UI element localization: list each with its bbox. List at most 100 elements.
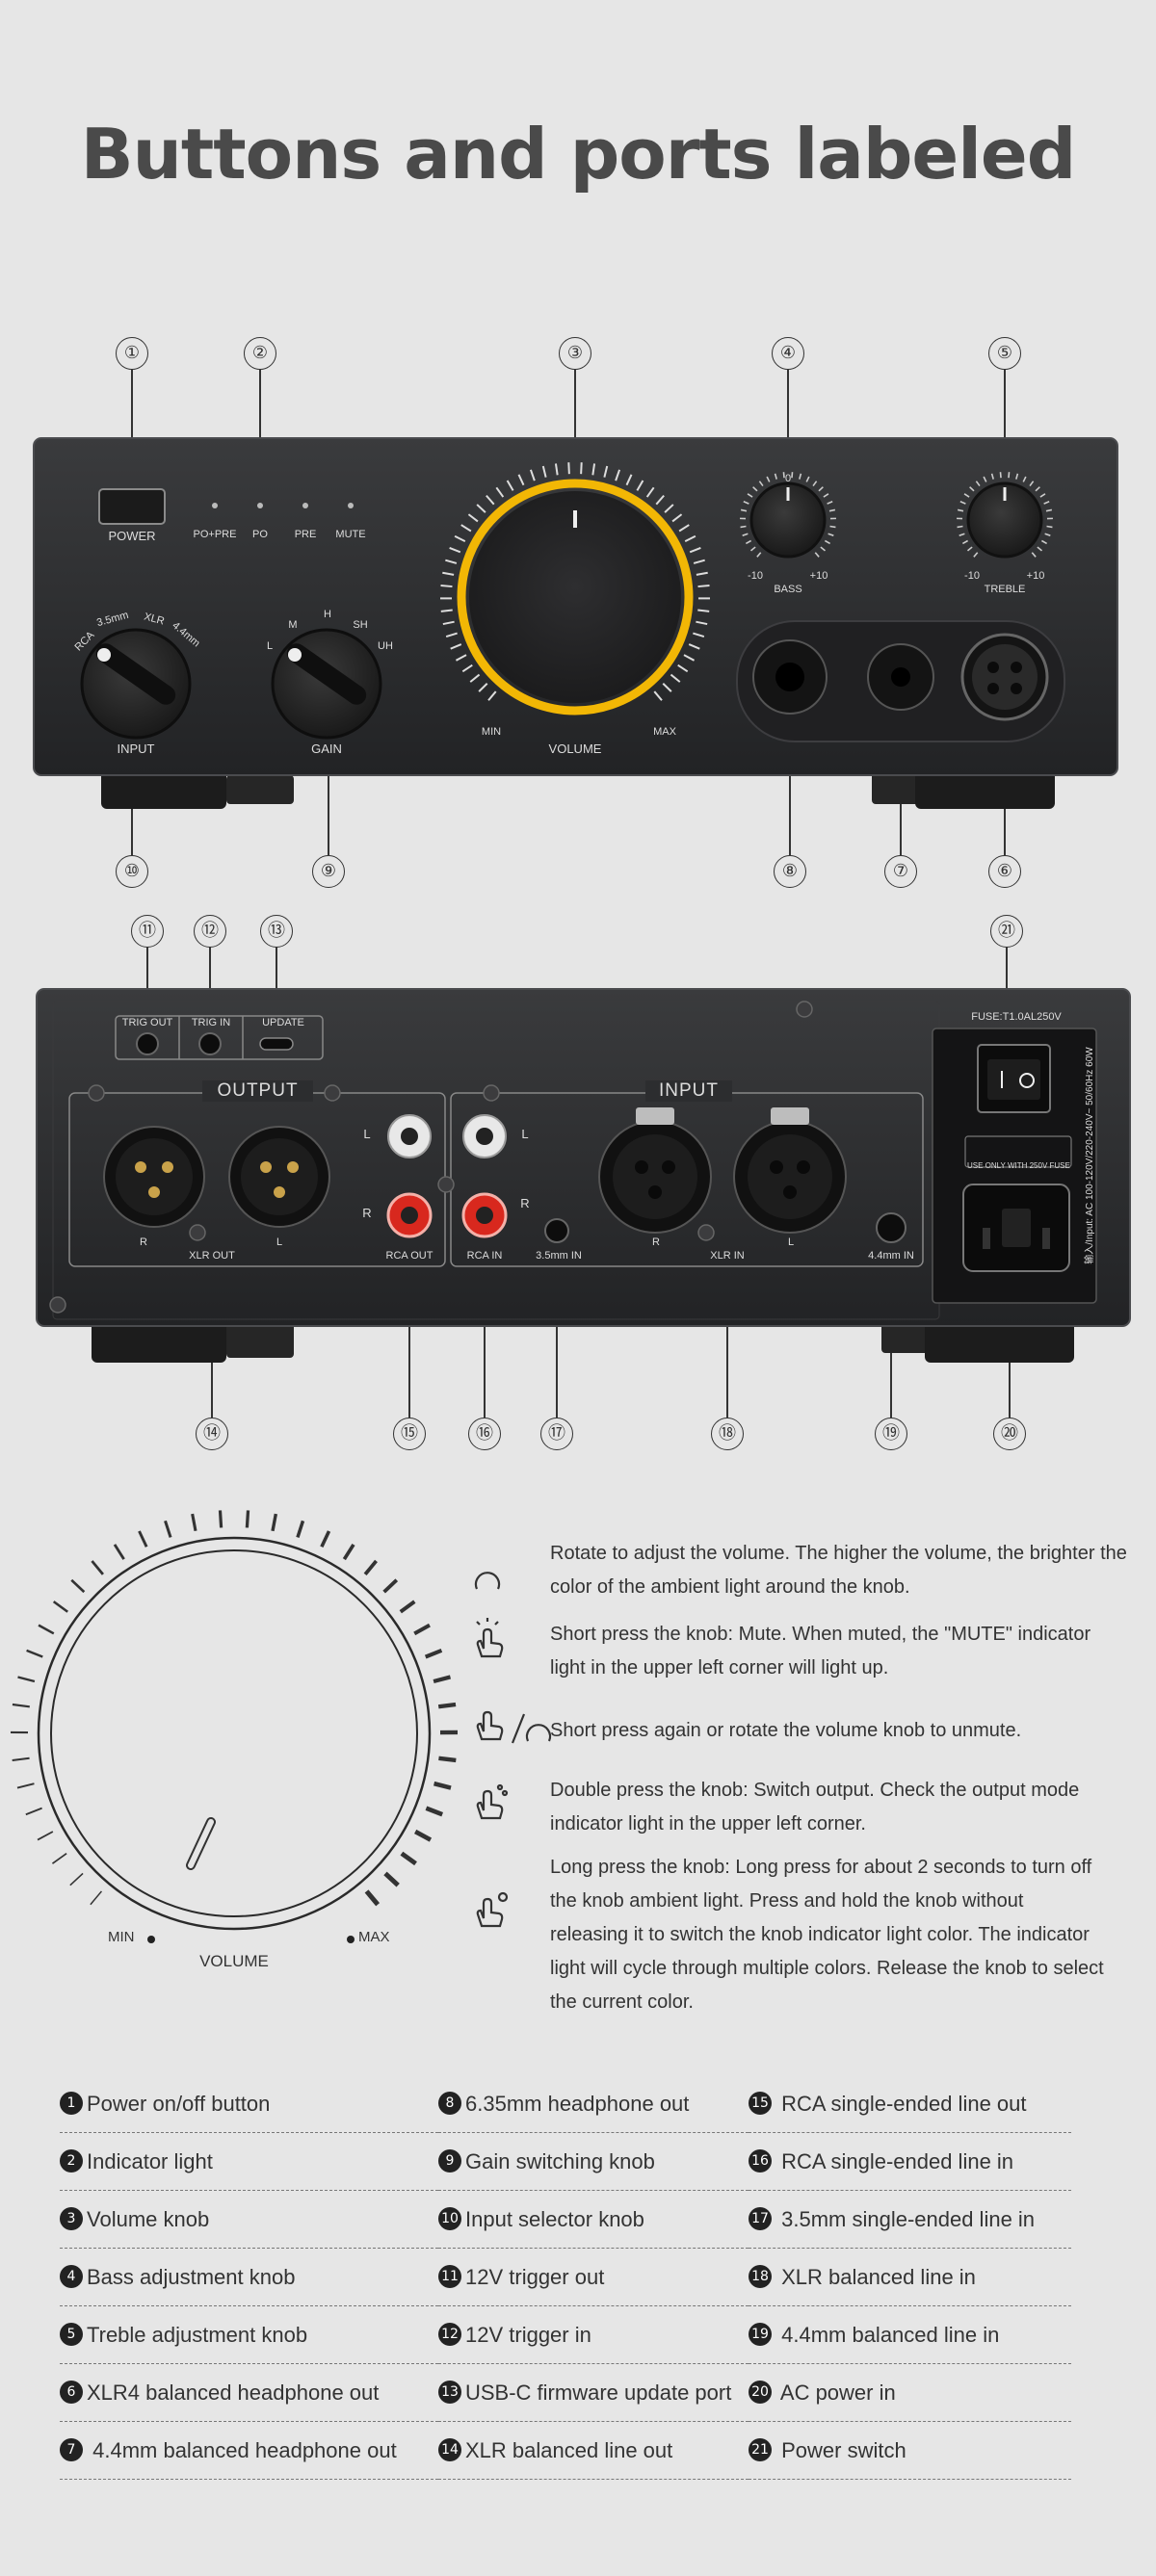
- legend-text: 4.4mm balanced headphone out: [87, 2438, 397, 2462]
- trig-out-jack[interactable]: [136, 1032, 159, 1055]
- tick-mark: [433, 1675, 452, 1684]
- tick-mark: [69, 1872, 84, 1886]
- tick-mark: [990, 473, 994, 480]
- treble-ticks: [957, 472, 1053, 558]
- tick-mark: [745, 539, 752, 545]
- press-icon-2: [476, 1710, 504, 1741]
- tick-mark: [684, 534, 696, 543]
- knob-diagram-outer: [37, 1536, 432, 1931]
- tick-mark: [975, 481, 981, 487]
- rca-out-label: RCA OUT: [385, 1250, 434, 1262]
- rca-out-r: R: [362, 1206, 372, 1220]
- legend-num: 12: [438, 2323, 461, 2347]
- indicator-label-pre: PRE: [294, 529, 317, 540]
- tick-mark: [1044, 533, 1051, 536]
- tick-mark: [245, 1510, 250, 1528]
- tick-mark: [38, 1624, 55, 1635]
- gain-option-h: H: [324, 609, 331, 620]
- power-label: POWER: [108, 529, 156, 543]
- callout-3: ③: [559, 337, 591, 370]
- fuse-label: FUSE:T1.0AL250V: [971, 1011, 1062, 1023]
- tick-mark: [961, 539, 969, 545]
- volume-knob[interactable]: [469, 491, 681, 703]
- tick-mark: [697, 585, 710, 588]
- tick-mark: [506, 480, 514, 491]
- legend-num: 21: [749, 2438, 772, 2462]
- tick-mark: [1039, 493, 1046, 498]
- tick-mark: [445, 559, 458, 564]
- callout-9: ⑨: [312, 855, 345, 888]
- treble-min-label: -10: [964, 570, 980, 582]
- tick-mark: [689, 547, 701, 554]
- legend-text: 6.35mm headphone out: [465, 2092, 690, 2116]
- xlr-in-l: L: [787, 1236, 795, 1248]
- tick-mark: [467, 513, 479, 523]
- tick-mark: [799, 473, 802, 480]
- rca-connectors: [386, 1114, 508, 1238]
- tick-mark: [164, 1520, 172, 1538]
- legend-text: Gain switching knob: [465, 2149, 655, 2173]
- tick-mark: [90, 1890, 103, 1906]
- tick-mark: [829, 525, 836, 529]
- rotate-icon: [474, 1572, 501, 1590]
- tick-mark: [567, 462, 570, 475]
- tick-mark: [662, 683, 672, 692]
- 44mm-in-jack[interactable]: [876, 1212, 906, 1243]
- 35mm-in-jack[interactable]: [544, 1218, 569, 1243]
- tick-mark: [791, 472, 794, 479]
- treble-knob[interactable]: [966, 481, 1043, 559]
- legend-num: 14: [438, 2438, 461, 2462]
- tick-mark: [820, 546, 827, 552]
- tick-mark: [25, 1807, 42, 1816]
- double-press-icon: [476, 1783, 509, 1820]
- callout-13: ⑬: [260, 915, 293, 948]
- tick-mark: [1037, 546, 1043, 552]
- long-press-icon: [476, 1891, 509, 1928]
- legend-text: Volume knob: [87, 2207, 210, 2231]
- bass-knob[interactable]: [749, 481, 827, 559]
- legend-text: RCA single-ended line in: [775, 2149, 1014, 2173]
- legend-num: 18: [749, 2265, 772, 2289]
- legend-text: Bass adjustment knob: [87, 2265, 296, 2289]
- tick-mark: [541, 465, 547, 478]
- tick-mark: [460, 524, 472, 533]
- tick-mark: [812, 481, 818, 487]
- tick-mark: [671, 513, 683, 523]
- tick-mark: [296, 1520, 305, 1538]
- indicator-label-mute: MUTE: [335, 529, 366, 540]
- tick-mark: [461, 664, 473, 673]
- tick-mark: [1008, 472, 1011, 479]
- tick-mark: [363, 1559, 378, 1576]
- front-feet: [101, 770, 1055, 809]
- legend-num: 9: [438, 2149, 461, 2173]
- tick-mark: [52, 1600, 68, 1613]
- trigger-section: [115, 1015, 324, 1060]
- tick-mark: [615, 469, 621, 481]
- tick-mark: [91, 1560, 104, 1575]
- gain-option-l: L: [266, 640, 274, 652]
- tick-mark: [113, 1544, 125, 1560]
- tick-mark: [425, 1806, 444, 1817]
- legend-num: 7: [60, 2438, 83, 2462]
- callout-10: ⑩: [116, 855, 148, 888]
- xlr-out-l: L: [276, 1236, 283, 1248]
- instruction-unmute: Short press again or rotate the volume k…: [550, 1720, 1022, 1741]
- tick-mark: [455, 654, 467, 662]
- tick-mark: [655, 494, 665, 506]
- tick-mark: [424, 1648, 443, 1659]
- legend-text: Power on/off button: [87, 2092, 271, 2116]
- tick-mark: [782, 472, 785, 479]
- bass-zero-label: 0: [784, 473, 792, 484]
- tick-mark: [740, 525, 747, 529]
- tick-mark: [218, 1510, 223, 1528]
- trig-in-jack[interactable]: [198, 1032, 222, 1055]
- legend-num: 11: [438, 2265, 461, 2289]
- legend-text: USB-C firmware update port: [465, 2381, 732, 2405]
- power-button[interactable]: [98, 488, 166, 525]
- usb-c-port[interactable]: [259, 1037, 294, 1051]
